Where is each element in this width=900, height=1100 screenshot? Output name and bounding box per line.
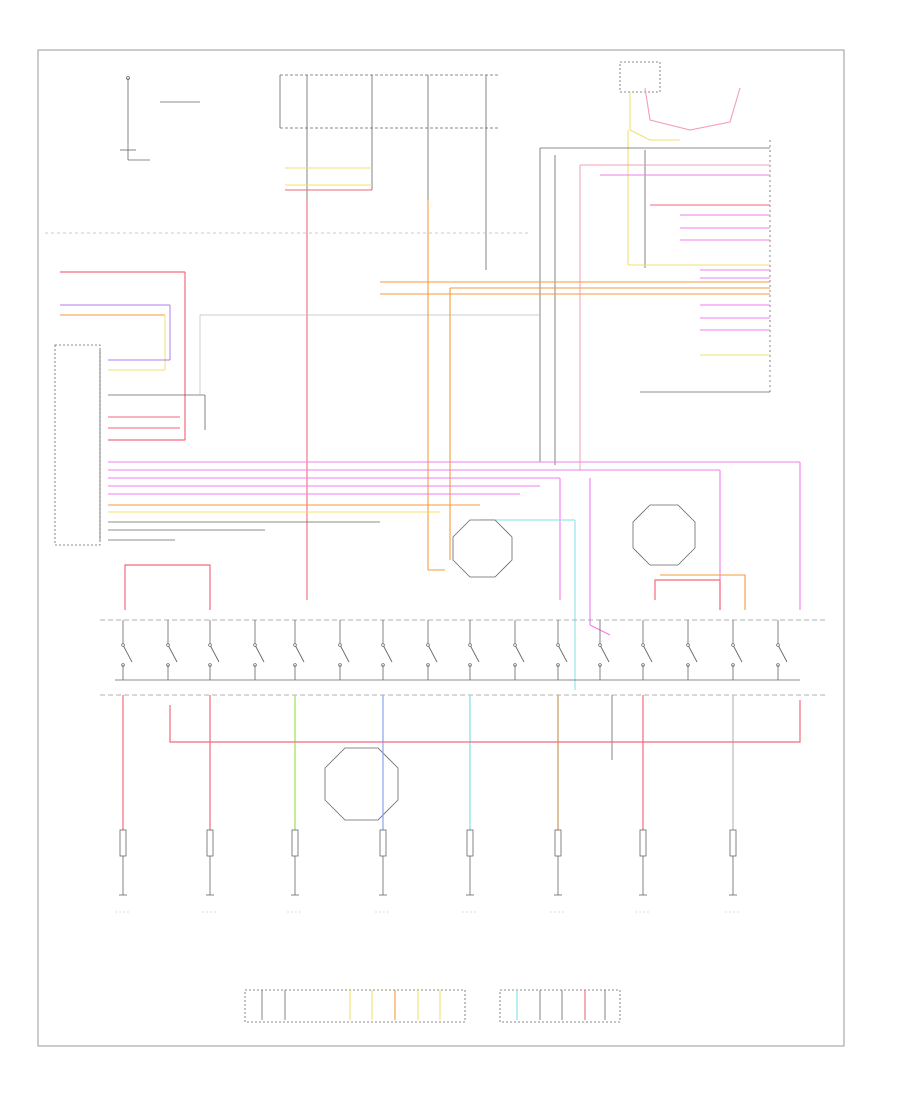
- relay-switch: [381, 620, 393, 680]
- switch-blade: [469, 644, 480, 663]
- fuse-body: [206, 829, 214, 857]
- switch-contact: [598, 643, 602, 647]
- switch-contact: [338, 643, 342, 647]
- magenta-harness: [108, 461, 801, 636]
- fuse-body: [119, 829, 127, 857]
- left-connector: [54, 271, 206, 546]
- relay-switch: [253, 620, 265, 680]
- switch-contact: [641, 643, 645, 647]
- lower-drop-wires: [122, 695, 734, 830]
- switch-contact: [426, 643, 430, 647]
- switch-blade: [209, 644, 220, 663]
- top-left-circuit: [120, 76, 200, 161]
- fuse-body: [466, 829, 474, 857]
- switch-blade: [777, 644, 788, 663]
- relay-switch: [556, 620, 568, 680]
- fuse-body: [379, 829, 387, 857]
- relay-switch: [293, 620, 305, 680]
- fuse-body: [639, 829, 647, 857]
- fuse-body: [554, 829, 562, 857]
- relay-switch: [686, 620, 698, 680]
- relay-switch: [468, 620, 480, 680]
- switch-blade: [642, 644, 653, 663]
- switch-contact: [731, 643, 735, 647]
- top-right-connector: [619, 61, 770, 268]
- switch-blade: [732, 644, 743, 663]
- lower-fuse: [550, 829, 566, 913]
- lower-fuse: [115, 829, 131, 913]
- switch-blade: [122, 644, 133, 663]
- switch-blade: [427, 644, 438, 663]
- left-harness-lines: [108, 314, 576, 690]
- switch-top-orange-feed: [660, 574, 746, 610]
- bottom-left-connector: [244, 989, 466, 1023]
- switch-return-bus: [169, 700, 801, 743]
- bottom-right-connector: [499, 989, 621, 1023]
- switch-contact: [513, 643, 517, 647]
- top-colored-wires: [285, 167, 445, 600]
- fuse-body: [291, 829, 299, 857]
- switch-contact: [381, 643, 385, 647]
- lower-fuse: [375, 829, 391, 913]
- lower-fuse: [287, 829, 303, 913]
- lower-fuse: [725, 829, 741, 913]
- relay-switch: [731, 620, 743, 680]
- switch-contact: [686, 643, 690, 647]
- switch-contact: [293, 643, 297, 647]
- right-connector-bus: [539, 140, 771, 470]
- relay-switch: [598, 620, 610, 680]
- switch-blade: [599, 644, 610, 663]
- switch-blade: [254, 644, 265, 663]
- relay-switch: [208, 620, 220, 680]
- relay-switch: [338, 620, 350, 680]
- lower-fuse: [635, 829, 651, 913]
- switch-blade: [294, 644, 305, 663]
- switch-contact: [208, 643, 212, 647]
- lower-fuse: [202, 829, 218, 913]
- lower-fuse: [462, 829, 478, 913]
- relay-switch: [166, 620, 178, 680]
- switch-blade: [339, 644, 350, 663]
- relay-switch: [513, 620, 525, 680]
- switch-blade: [382, 644, 393, 663]
- switch-contact: [166, 643, 170, 647]
- orange-bundle: [380, 281, 770, 560]
- diagram-frame: [37, 49, 845, 1047]
- fuse-body: [729, 829, 737, 857]
- relay-switch: [641, 620, 653, 680]
- lower-fuse-row: [115, 829, 741, 913]
- switch-blade: [514, 644, 525, 663]
- relay-switch: [426, 620, 438, 680]
- switch-top-feed: [124, 564, 721, 610]
- switch-contact: [121, 643, 125, 647]
- center-octagon-component: [452, 519, 513, 578]
- relay-switch: [776, 620, 788, 680]
- switch-blade: [687, 644, 698, 663]
- switch-contact: [468, 643, 472, 647]
- switch-contact: [556, 643, 560, 647]
- right-octagon-component: [632, 504, 696, 566]
- switch-contact: [776, 643, 780, 647]
- switch-contact: [253, 643, 257, 647]
- relay-switch: [121, 620, 133, 680]
- switch-group: [121, 620, 788, 680]
- lower-center-octagon-component: [324, 747, 399, 821]
- switch-blade: [167, 644, 178, 663]
- switch-blade: [557, 644, 568, 663]
- top-fuse-block: [279, 74, 500, 270]
